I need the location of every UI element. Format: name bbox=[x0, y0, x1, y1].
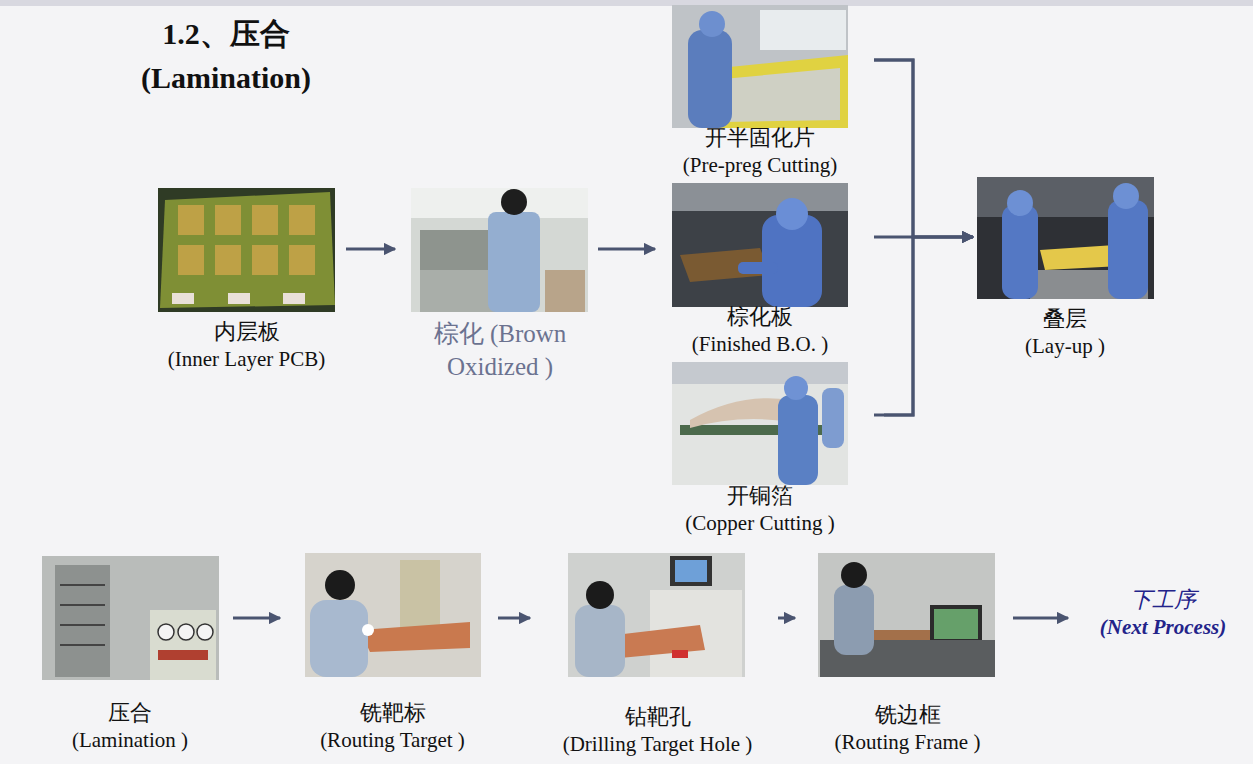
step-name: 压合 bbox=[30, 699, 230, 727]
flow-arrow bbox=[598, 248, 655, 251]
step-name: 棕化板 bbox=[665, 303, 855, 331]
process-step: 棕化板(Finished B.O. ) bbox=[665, 183, 855, 361]
flow-arrow bbox=[346, 248, 395, 251]
caption: 下工序(Next Process) bbox=[1078, 586, 1248, 640]
caption: 棕化 (Brown Oxidized ) bbox=[405, 318, 595, 383]
flow-arrow bbox=[498, 617, 530, 620]
process-step: 下工序(Next Process) bbox=[1078, 586, 1248, 648]
merge-bracket bbox=[874, 60, 913, 415]
caption: 铣靶标(Routing Target ) bbox=[290, 699, 495, 753]
photo-finished-bo bbox=[672, 183, 848, 307]
step-name: 钻靶孔 bbox=[540, 703, 775, 731]
flow-arrow bbox=[778, 617, 795, 620]
process-step: 开铜箔(Copper Cutting ) bbox=[655, 362, 865, 542]
step-name: 铣边框 bbox=[805, 701, 1010, 729]
photo-prepreg-cutting bbox=[672, 5, 848, 128]
step-name-en: (Finished B.O. ) bbox=[665, 331, 855, 357]
caption: 铣边框(Routing Frame ) bbox=[805, 701, 1010, 755]
title-text: 1.2、压合 (Lamination) bbox=[108, 12, 344, 99]
step-name: 下工序 bbox=[1078, 586, 1248, 614]
caption: 开铜箔(Copper Cutting ) bbox=[655, 482, 865, 536]
photo-routing-target bbox=[305, 553, 481, 677]
photo-lay-up bbox=[977, 177, 1154, 299]
step-name-en: (Routing Frame ) bbox=[805, 729, 1010, 755]
caption: 压合(Lamination ) bbox=[30, 699, 230, 753]
photo-brown-oxide bbox=[411, 188, 588, 312]
process-step: 内层板(Inner Layer PCB) bbox=[150, 188, 343, 378]
photo-lamination-press bbox=[42, 556, 219, 680]
caption: 开半固化片(Pre-preg Cutting) bbox=[665, 124, 855, 178]
process-step: 开半固化片(Pre-preg Cutting) bbox=[665, 5, 855, 183]
caption: 棕化板(Finished B.O. ) bbox=[665, 303, 855, 357]
top-band bbox=[0, 0, 1253, 6]
caption: 钻靶孔(Drilling Target Hole ) bbox=[540, 703, 775, 757]
step-name-en: (Lay-up ) bbox=[970, 333, 1160, 359]
flow-arrow bbox=[874, 236, 973, 239]
step-name-en: (Copper Cutting ) bbox=[655, 510, 865, 536]
step-name: 开半固化片 bbox=[665, 124, 855, 152]
caption: 内层板(Inner Layer PCB) bbox=[150, 318, 343, 372]
step-name: 铣靶标 bbox=[290, 699, 495, 727]
step-name-en: (Lamination ) bbox=[30, 727, 230, 753]
caption: 叠层(Lay-up ) bbox=[970, 305, 1160, 359]
process-step: 叠层(Lay-up ) bbox=[970, 177, 1160, 367]
process-step: 钻靶孔(Drilling Target Hole ) bbox=[540, 553, 775, 764]
photo-drilling-target bbox=[568, 553, 745, 677]
step-name: 叠层 bbox=[970, 305, 1160, 333]
photo-routing-frame bbox=[818, 553, 995, 677]
flow-arrow bbox=[874, 60, 973, 237]
flow-arrow bbox=[233, 617, 280, 620]
photo-inner-layer bbox=[158, 188, 335, 312]
process-step: 铣边框(Routing Frame ) bbox=[805, 553, 1010, 763]
flow-arrow bbox=[884, 237, 973, 415]
step-name: 棕化 (Brown Oxidized ) bbox=[405, 318, 595, 383]
step-name: 内层板 bbox=[150, 318, 343, 346]
step-name-en: (Next Process) bbox=[1078, 614, 1248, 640]
process-step: 压合(Lamination ) bbox=[30, 556, 230, 761]
bracket-line bbox=[874, 60, 913, 415]
photo-copper-cutting bbox=[672, 362, 848, 485]
step-name-en: (Drilling Target Hole ) bbox=[540, 731, 775, 757]
step-name-en: (Pre-preg Cutting) bbox=[665, 152, 855, 178]
step-name: 开铜箔 bbox=[655, 482, 865, 510]
title: 1.2、压合 (Lamination) bbox=[108, 12, 344, 99]
flow-arrow bbox=[1013, 617, 1068, 620]
process-step: 棕化 (Brown Oxidized ) bbox=[405, 188, 595, 388]
process-step: 铣靶标(Routing Target ) bbox=[290, 553, 495, 761]
step-name-en: (Routing Target ) bbox=[290, 727, 495, 753]
step-name-en: (Inner Layer PCB) bbox=[150, 346, 343, 372]
